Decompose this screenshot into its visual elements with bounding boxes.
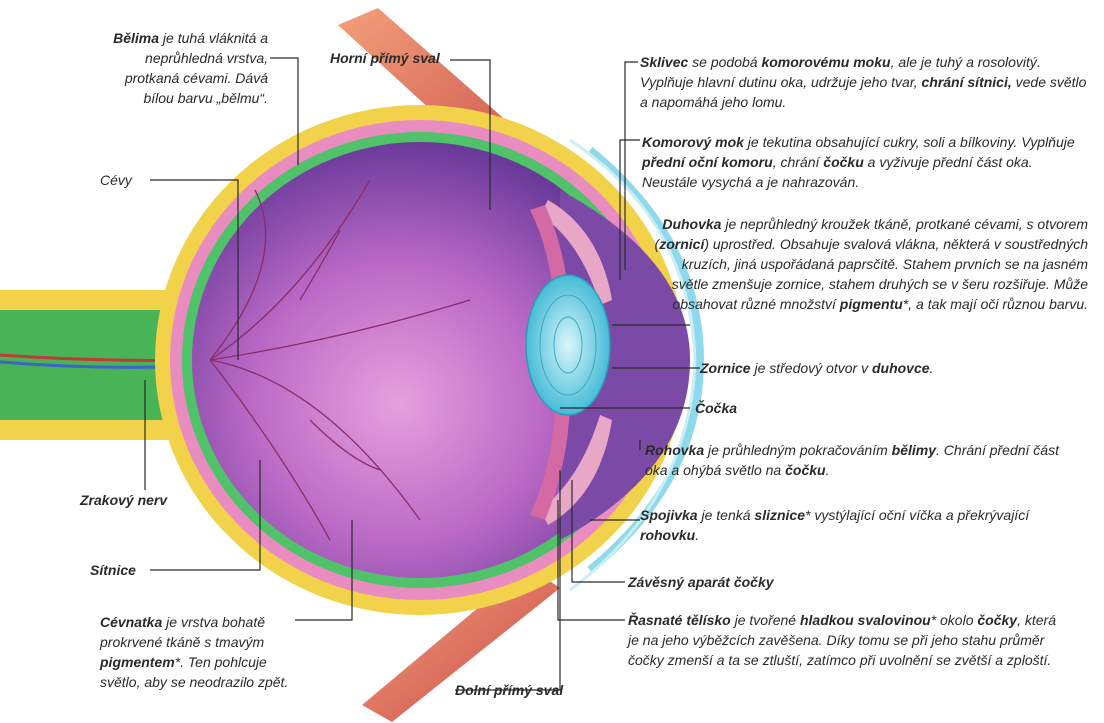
label-cevy: Cévy [100,170,132,190]
label-rasnate-telisko: Řasnaté tělísko je tvořené hladkou svalo… [628,610,1068,670]
label-rohovka: Rohovka je průhledným pokračováním bělim… [645,440,1085,480]
label-cocka: Čočka [695,398,737,418]
label-duhovka: Duhovka je neprůhledný kroužek tkáně, pr… [648,214,1088,314]
label-spojivka: Spojivka je tenká sliznice* vystýlající … [640,505,1080,545]
label-komorovy-mok: Komorový mok je tekutina obsahující cukr… [642,132,1082,192]
label-horni-primy-sval: Horní přímý sval [330,48,440,68]
label-belima: Bělima je tuhá vláknitá a neprůhledná vr… [100,28,268,108]
label-zrakovy-nerv: Zrakový nerv [80,490,167,510]
label-sitnice: Sítnice [90,560,136,580]
label-dolni-primy-sval: Dolní přímý sval [455,680,563,700]
label-zornice: Zornice je středový otvor v duhovce. [700,358,933,378]
label-zavesny-aparat: Závěsný aparát čočky [628,572,774,592]
label-cevnatka: Cévnatka je vrstva bohatě prokrvené tkán… [100,612,292,692]
label-sklivec: Sklivec se podobá komorovému moku, ale j… [640,52,1090,112]
lens [526,275,610,415]
